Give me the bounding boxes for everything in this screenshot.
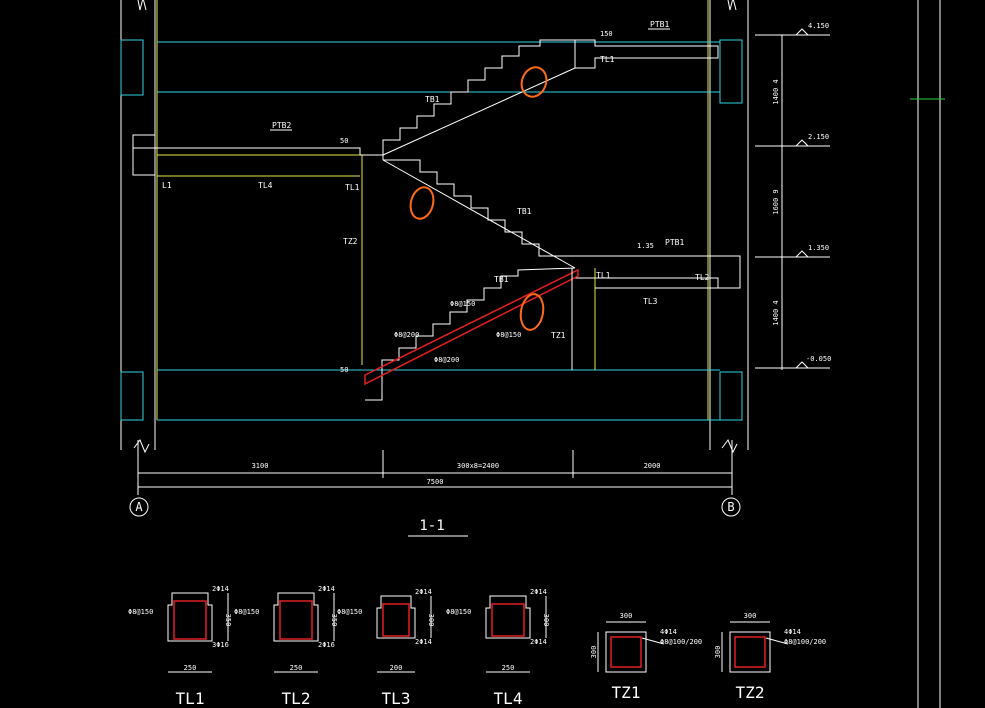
label-l1: L1: [162, 181, 172, 190]
note-n4: Φ8@150: [496, 331, 521, 339]
label-tb1-lower: TB1: [494, 275, 509, 284]
width-dim-0: 250: [184, 664, 197, 672]
label-tl4: TL4: [258, 181, 273, 190]
level-lower-mid: 1.350: [808, 244, 829, 252]
left-wall: [120, 0, 158, 454]
label-tb1-upper: TB1: [425, 95, 440, 104]
member-labels: PTB1 TL1 PTB2 TB1 L1 TL4 TL1 TZ2 TB1 PTB…: [162, 20, 710, 340]
storey-height-middle: 1600 9: [772, 189, 780, 214]
col-name-1: TZ2: [736, 683, 765, 702]
height-dim-1: 350: [330, 614, 338, 627]
dim-left-span: 3100: [252, 462, 269, 470]
col-main-bar-1: 4Φ14: [784, 628, 801, 636]
height-dim-3: 300: [542, 614, 550, 627]
lower-flight: [364, 267, 718, 401]
label-tl1-mid: TL1: [596, 271, 611, 280]
note-n2: Φ8@200: [394, 331, 419, 339]
upper-landing: [133, 39, 719, 365]
note-offset-a: 50: [340, 137, 348, 145]
stirrup-1: Φ8@150: [234, 608, 259, 616]
upper-flight: [382, 39, 576, 156]
label-tz2: TZ2: [343, 237, 358, 246]
col-height-1: 300: [714, 646, 722, 659]
note-n1: Φ8@150: [450, 300, 475, 308]
stirrup-3: Φ8@150: [446, 608, 471, 616]
label-tl1-top: TL1: [600, 55, 615, 64]
label-tb1-middle: TB1: [517, 207, 532, 216]
level-upper-mid: 2.150: [808, 133, 829, 141]
width-dim-2: 200: [390, 664, 403, 672]
section-name-0: TL1: [176, 689, 205, 708]
rebar-notes: Φ8@150 Φ8@200 Φ8@200 Φ8@150 150 50 50: [340, 30, 613, 374]
height-dim-2: 300: [427, 614, 435, 627]
bottom-bar-1: 2Φ16: [318, 641, 335, 649]
dim-middle-span: 300x8=2400: [457, 462, 499, 470]
width-dim-3: 250: [502, 664, 515, 672]
floor-beams: [157, 41, 720, 421]
note-offset-b: 50: [340, 366, 348, 374]
note-n3: Φ8@200: [434, 356, 459, 364]
width-dim-1: 250: [290, 664, 303, 672]
col-stirrup-1: Φ8@100/200: [784, 638, 826, 646]
col-stirrup-0: Φ8@100/200: [660, 638, 702, 646]
level-top: 4.150: [808, 22, 829, 30]
col-name-0: TZ1: [612, 683, 641, 702]
label-tl2: TL2: [695, 273, 710, 282]
label-ptb1-top: PTB1: [650, 20, 669, 29]
markup-circles: [409, 66, 548, 331]
col-width-0: 300: [620, 612, 633, 620]
label-tl3: TL3: [643, 297, 658, 306]
top-bar-0: 2Φ14: [212, 585, 229, 593]
bottom-bar-0: 3Φ16: [212, 641, 229, 649]
col-width-1: 300: [744, 612, 757, 620]
label-tz1: TZ1: [551, 331, 566, 340]
label-ptb2: PTB2: [272, 121, 291, 130]
beam-sections: 2Φ143Φ16Φ8@150350250TL12Φ142Φ16Φ8@150350…: [128, 585, 550, 708]
right-wall: [707, 0, 749, 454]
section-name-1: TL2: [282, 689, 311, 708]
storey-height-upper: 1400 4: [772, 79, 780, 104]
storey-height-lower: 1400 4: [772, 300, 780, 325]
col-height-0: 300: [590, 646, 598, 659]
top-bar-1: 2Φ14: [318, 585, 335, 593]
level-bottom: -0.050: [806, 355, 831, 363]
dim-total: 7500: [427, 478, 444, 486]
axis-b: B: [727, 500, 734, 514]
section-title: 1-1: [408, 518, 468, 537]
bottom-bar-3: 2Φ14: [530, 638, 547, 646]
drawing-frame: [910, 0, 945, 708]
label-ptb1-mid: PTB1: [665, 238, 684, 247]
top-bar-3: 2Φ14: [530, 588, 547, 596]
stirrup-2: Φ8@150: [337, 608, 362, 616]
col-main-bar-0: 4Φ14: [660, 628, 677, 636]
section-name-2: TL3: [382, 689, 411, 708]
label-tl1-left: TL1: [345, 183, 360, 192]
section-name-3: TL4: [494, 689, 523, 708]
horizontal-dimensions: 3100 300x8=2400 2000 7500 A B: [129, 440, 741, 517]
height-dim-0: 350: [224, 614, 232, 627]
middle-flight: [382, 159, 741, 289]
section-title-text: 1-1: [419, 518, 444, 534]
note-step: 150: [600, 30, 613, 38]
bottom-bar-2: 2Φ14: [415, 638, 432, 646]
label-landing-level: 1.35: [637, 242, 654, 250]
axis-a: A: [135, 500, 143, 514]
stirrup-0: Φ8@150: [128, 608, 153, 616]
dim-right-span: 2000: [644, 462, 661, 470]
level-dimensions: 4.150 2.150 1.350 -0.050 1400 4 1600 9 1…: [755, 22, 831, 370]
top-bar-2: 2Φ14: [415, 588, 432, 596]
